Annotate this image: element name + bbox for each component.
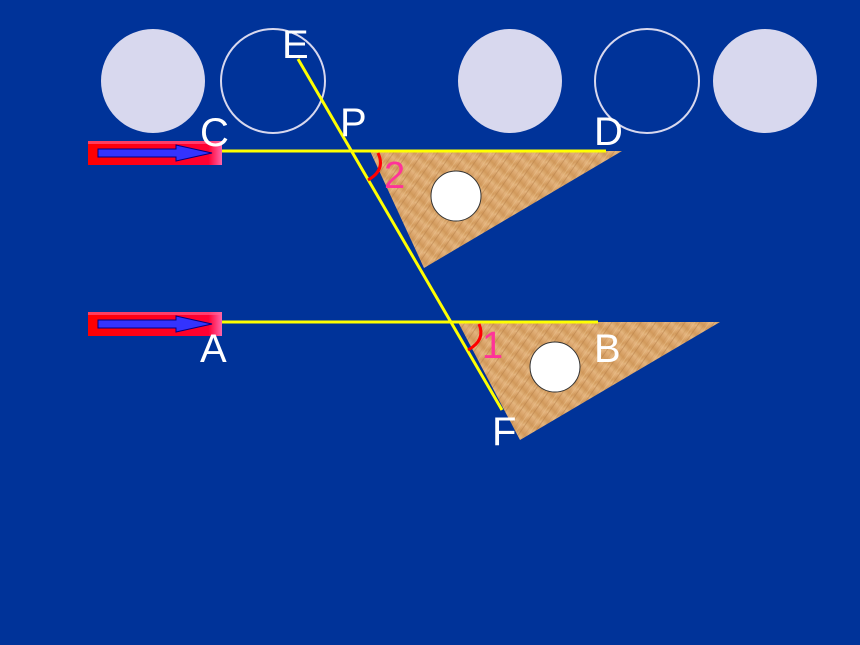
circle-filled-2 — [458, 29, 562, 133]
circle-filled-3 — [713, 29, 817, 133]
label-b: B — [594, 327, 621, 371]
label-a: A — [200, 327, 227, 371]
angle-2-label: 2 — [384, 155, 405, 197]
set-square-upper[interactable] — [370, 151, 622, 268]
set-square-upper-hole — [430, 170, 482, 222]
label-c: C — [200, 111, 229, 155]
label-p: P — [340, 101, 367, 145]
angle-2-arc — [367, 152, 382, 182]
arrow-marker-ab — [88, 312, 222, 336]
set-square-lower-hole — [529, 341, 581, 393]
label-e: E — [282, 23, 309, 67]
circle-outline-2 — [594, 28, 700, 134]
label-f: F — [492, 410, 516, 454]
label-d: D — [594, 110, 623, 154]
angle-1-arc — [467, 323, 483, 352]
circle-outline-1 — [220, 28, 326, 134]
angle-1-label: 1 — [482, 325, 503, 367]
arrow-marker-cd — [88, 141, 222, 165]
set-square-lower[interactable] — [458, 322, 720, 440]
circle-filled-1 — [101, 29, 205, 133]
transversal-ef — [296, 58, 504, 411]
